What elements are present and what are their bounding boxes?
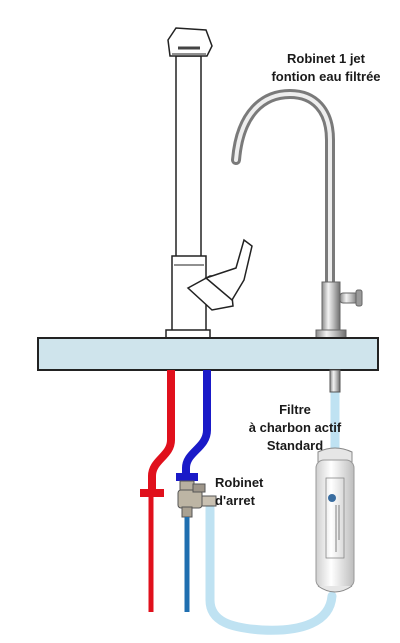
- shutoff-valve-label-line2: d'arret: [215, 493, 255, 508]
- filtered-faucet-label: Robinet 1 jet fontion eau filtrée: [262, 50, 390, 86]
- shutoff-valve-label-line1: Robinet: [215, 475, 264, 490]
- filtered-faucet-label-line1: Robinet 1 jet: [286, 51, 365, 66]
- faucet-connector: [329, 369, 341, 393]
- filter-logo: [328, 494, 336, 502]
- shutoff-valve-label: Robinet d'arret: [215, 474, 263, 510]
- filtered-faucet-label-line2: fontion eau filtrée: [271, 69, 381, 84]
- filter-label-line1: Filtre: [279, 402, 311, 417]
- filter-label: Filtre à charbon actif Standard: [230, 401, 360, 455]
- chrome-faucet-knob: [339, 292, 359, 304]
- countertop: [37, 337, 379, 371]
- faucet-lever: [204, 238, 253, 302]
- valve-body: [177, 489, 203, 509]
- valve-outlet: [201, 495, 217, 507]
- carbon-filter: [315, 447, 355, 593]
- faucet-base-plate: [165, 329, 211, 339]
- chrome-faucet-body: [321, 281, 341, 331]
- valve-handle: [192, 483, 206, 493]
- hot-water-fitting: [140, 489, 164, 497]
- filtered-water-tube-lower: [205, 503, 337, 635]
- filter-label-line3: Standard: [266, 438, 324, 453]
- shutoff-valve: [177, 480, 217, 518]
- hot-water-pipe: [148, 370, 175, 490]
- cold-water-pipe: [182, 370, 211, 474]
- filter-label-line2: à charbon actif: [248, 420, 342, 435]
- faucet-spout-column: [175, 55, 202, 262]
- filter-cartridge: [315, 459, 355, 589]
- filter-label-area: [325, 477, 345, 559]
- chrome-faucet-base: [315, 329, 347, 339]
- mixer-faucet: [165, 27, 253, 339]
- faucet-aerator-head: [167, 27, 213, 57]
- cold-water-fitting: [176, 473, 198, 481]
- filtered-water-faucet: [231, 88, 363, 339]
